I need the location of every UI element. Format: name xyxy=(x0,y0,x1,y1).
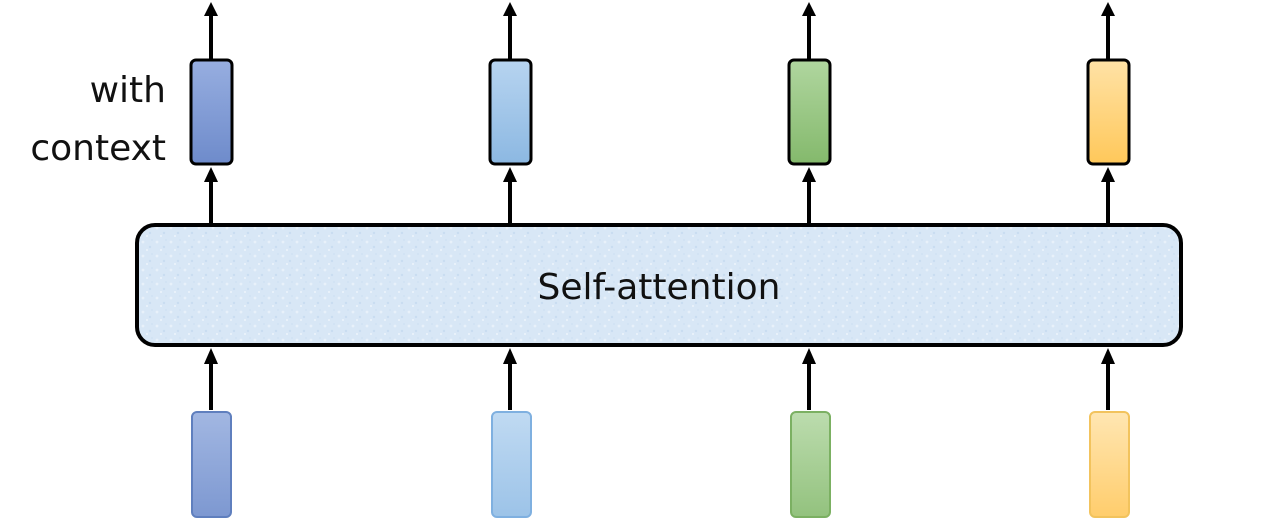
input-vector-2 xyxy=(491,411,532,518)
output-vector-3 xyxy=(787,58,832,166)
input-vector-4 xyxy=(1089,411,1130,518)
token-column-2 xyxy=(488,2,533,518)
input-vector-1 xyxy=(191,411,232,518)
with-context-label-line2: context xyxy=(30,128,166,169)
arrowhead-bottom-3 xyxy=(802,348,816,364)
arrowhead-mid-2 xyxy=(503,167,517,182)
arrowhead-top-4 xyxy=(1101,2,1115,16)
input-vector-3 xyxy=(790,411,831,518)
token-column-3 xyxy=(787,2,832,518)
arrowhead-top-3 xyxy=(802,2,816,16)
arrowhead-bottom-1 xyxy=(204,348,218,364)
output-vector-4 xyxy=(1086,58,1131,166)
arrowhead-bottom-2 xyxy=(503,348,517,364)
arrowhead-bottom-4 xyxy=(1101,348,1115,364)
arrowhead-top-2 xyxy=(503,2,517,16)
arrowhead-top-1 xyxy=(204,2,218,16)
arrowhead-mid-1 xyxy=(204,167,218,182)
output-vector-2 xyxy=(488,58,533,166)
output-vector-1 xyxy=(189,58,234,166)
self-attention-block xyxy=(135,223,1183,347)
arrowhead-mid-3 xyxy=(802,167,816,182)
self-attention-label: Self-attention xyxy=(538,267,781,308)
with-context-label-line1: with xyxy=(90,70,166,111)
token-column-1 xyxy=(189,2,234,518)
arrowhead-mid-4 xyxy=(1101,167,1115,182)
token-column-4 xyxy=(1086,2,1131,518)
